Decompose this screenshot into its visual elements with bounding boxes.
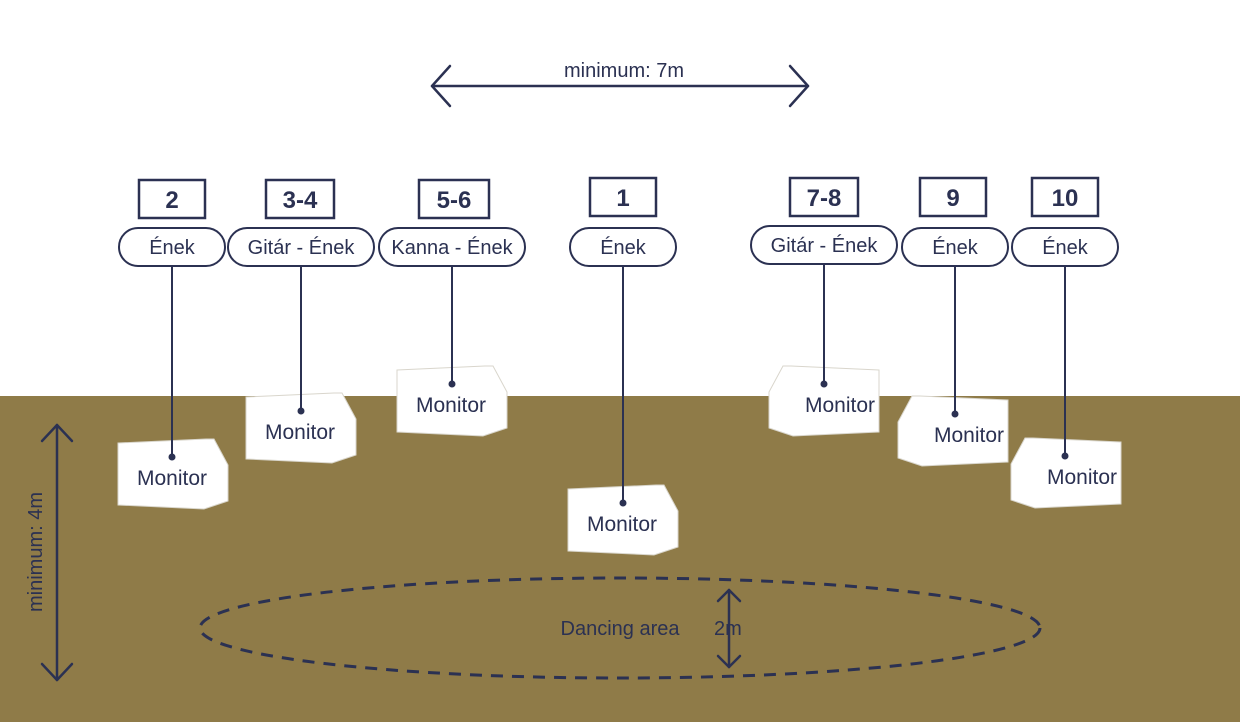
role-pill [750,225,898,265]
monitor-label: Monitor [1047,466,1117,489]
monitor-label: Monitor [137,467,207,490]
role-pill [378,227,526,267]
dance-depth-label: 2m [714,618,742,640]
monitor-label: Monitor [934,424,1004,447]
monitor-wedge [567,484,679,556]
monitor-wedge [897,395,1009,467]
connector-dot [297,407,305,415]
width-dimension-arrow [430,64,810,108]
monitor-label: Monitor [805,394,875,417]
depth-dimension-arrow [40,423,74,682]
monitor-wedge [768,365,880,437]
role-pill [118,227,226,267]
channel-number-box [264,178,336,220]
channel-number-box [788,176,860,218]
role-label: Gitár - Ének [248,236,356,259]
channel-number-box [417,178,491,220]
channel-number: 2 [165,187,178,214]
channel-number-box [137,178,207,220]
dance-depth-arrow [716,588,742,669]
role-label: Ének [1042,236,1089,259]
channel-number-box [588,176,658,218]
channel-number-box [1030,176,1100,218]
connector-dot [1061,452,1069,460]
monitor-wedge [1010,437,1122,509]
depth-dimension-label: minimum: 4m [25,492,47,612]
connector-dot [619,499,627,507]
monitor-wedge [117,438,229,510]
channel-number: 10 [1052,185,1079,212]
channel-number: 9 [946,185,959,212]
monitor-label: Monitor [587,513,657,536]
connector-dot [168,453,176,461]
monitor-wedge [396,365,508,437]
channel-number: 5-6 [437,187,472,214]
role-pill [901,227,1009,267]
role-label: Gitár - Ének [771,234,879,257]
role-label: Ének [149,236,196,259]
monitor-label: Monitor [416,394,486,417]
role-label: Kanna - Ének [391,236,513,259]
connector-dot [448,380,456,388]
role-pill [569,227,677,267]
role-label: Ének [932,236,979,259]
dancing-area-outline [198,576,1042,680]
role-pill [227,227,375,267]
role-pill [1011,227,1119,267]
channel-number-box [918,176,988,218]
role-label: Ének [600,236,647,259]
connector-dot [951,410,959,418]
dancing-area-label: Dancing area [561,618,681,640]
channel-number: 7-8 [807,185,842,212]
monitor-label: Monitor [265,421,335,444]
channel-number: 3-4 [283,187,318,214]
connector-dot [820,380,828,388]
monitor-wedge [245,392,357,464]
channel-number: 1 [616,185,629,212]
width-dimension-label: minimum: 7m [564,60,684,82]
